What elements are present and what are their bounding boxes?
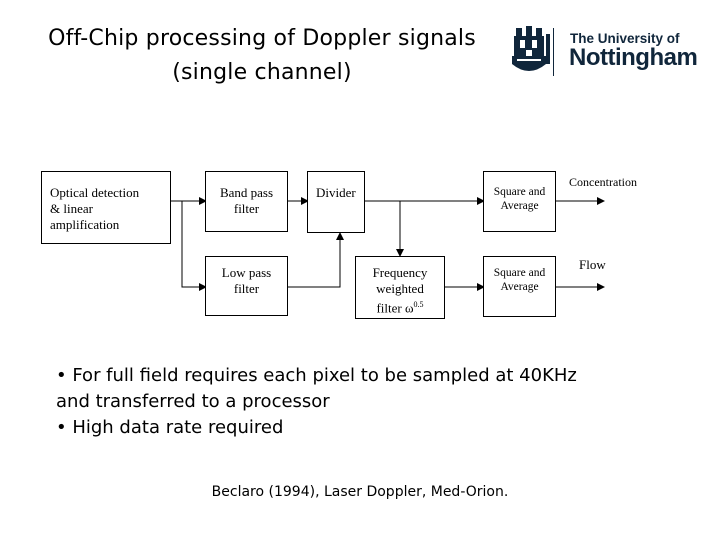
square-bottom-label-line-2: Average [500, 281, 539, 293]
band-pass-filter-box: Band pass filter [205, 171, 288, 232]
omega-exponent: 0.5 [413, 300, 424, 309]
frequency-label-line-2: weighted [376, 281, 424, 296]
bullet-list: • For full field requires each pixel to … [56, 363, 696, 441]
optical-label-line-1: Optical detection [50, 185, 140, 200]
divider-box: Divider [307, 171, 365, 233]
bullet-1-line-1: • For full field requires each pixel to … [56, 365, 577, 386]
square-top-label-line-2: Average [500, 200, 539, 212]
slide-title-line-1: Off-Chip processing of Doppler signals [48, 26, 476, 51]
lowpass-label-line-2: filter [233, 281, 260, 296]
square-average-bottom-box: Square and Average [483, 256, 556, 317]
omega-symbol: ω [404, 300, 414, 316]
logo-text-big: Nottingham [569, 44, 698, 71]
output-concentration-label: Concentration [569, 175, 637, 189]
frequency-label-line-3: filter ω0.5 [356, 297, 444, 316]
divider-label: Divider [316, 185, 356, 200]
wire-lowpass-to-divider [287, 232, 344, 288]
low-pass-filter-box: Low pass filter [205, 256, 288, 316]
bullet-2: • High data rate required [56, 417, 284, 438]
bullet-1-line-2: and transferred to a processor [56, 391, 330, 412]
frequency-label-line-1: Frequency [372, 265, 428, 280]
square-top-label-line-1: Square and [493, 186, 546, 198]
bandpass-label-line-1: Band pass [219, 185, 274, 200]
lowpass-label-line-1: Low pass [221, 265, 272, 280]
slide-title-line-2: (single channel) [172, 60, 352, 85]
university-crest-icon [512, 26, 554, 76]
output-flow-label: Flow [579, 257, 606, 272]
optical-label-line-2: & linear [50, 201, 93, 216]
bandpass-label-line-2: filter [233, 201, 260, 216]
logo-text-small: The University of [570, 31, 680, 46]
square-bottom-label-line-1: Square and [493, 267, 546, 279]
frequency-filter-word: filter [376, 300, 405, 316]
square-average-top-box: Square and Average [483, 171, 556, 232]
university-logo: The University of Nottingham [508, 24, 698, 80]
optical-detection-box: Optical detection & linear amplification [41, 171, 171, 244]
frequency-weighted-filter-box: Frequency weighted filter ω0.5 [355, 256, 445, 319]
wire-optical-to-lowpass [181, 201, 207, 291]
citation: Beclaro (1994), Laser Doppler, Med-Orion… [211, 484, 509, 500]
optical-label-line-3: amplification [50, 217, 120, 232]
